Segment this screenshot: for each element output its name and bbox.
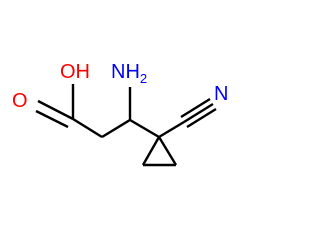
- amine-subscript: 2: [140, 71, 147, 86]
- bond-nitrile-triple-2: [180, 97, 211, 119]
- carbonyl-oxygen-label: O: [12, 90, 28, 112]
- bond-carbonyl-double-inner: [35, 109, 69, 129]
- nitrile-nitrogen-label: N: [214, 83, 228, 105]
- bond-c-cn: [158, 120, 185, 139]
- hydroxyl-label: OH: [60, 61, 90, 83]
- bond-ring-left: [141, 136, 161, 166]
- bond-nitrile-triple-3: [186, 107, 217, 129]
- chemical-structure-drawing: OH O NH2 N: [12, 61, 228, 167]
- bond-carbonyl-double-outer: [37, 99, 74, 121]
- amine-label: NH2: [111, 61, 147, 86]
- bond-carboxyl-c-ch2: [72, 117, 103, 139]
- bond-ch-cyclopropyl: [129, 118, 160, 139]
- bond-ch2-ch: [101, 118, 131, 139]
- amine-symbol: NH: [111, 61, 140, 83]
- bond-ring-right: [157, 136, 178, 166]
- bond-nitrile-triple-1: [183, 102, 214, 124]
